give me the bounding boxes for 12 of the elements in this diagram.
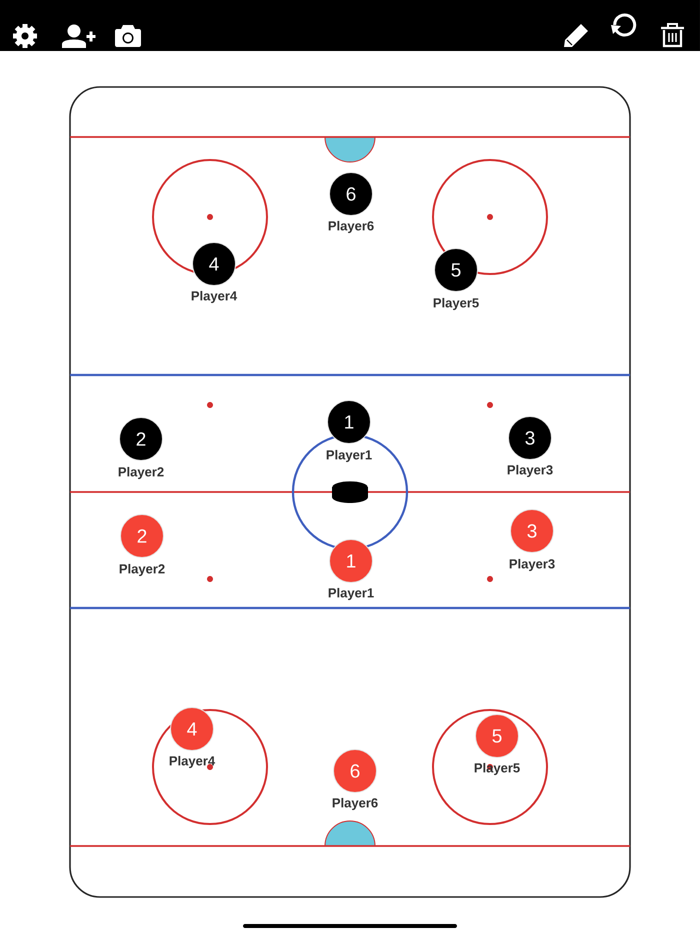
player-label: Player2 — [120, 564, 165, 576]
player-label: Player5 — [434, 298, 479, 310]
player-label: Player4 — [170, 756, 216, 768]
player-label: Player1 — [328, 588, 374, 600]
player-label: Player2 — [118, 466, 164, 480]
player-label: Player1 — [326, 450, 372, 462]
player-label: Player3 — [508, 464, 553, 478]
player-label: Player6 — [332, 798, 378, 810]
player-label: Player4 — [192, 290, 238, 304]
player-label: Player6 — [328, 220, 374, 234]
player-label: Player5 — [474, 762, 520, 776]
player-label: Player3 — [510, 558, 555, 572]
